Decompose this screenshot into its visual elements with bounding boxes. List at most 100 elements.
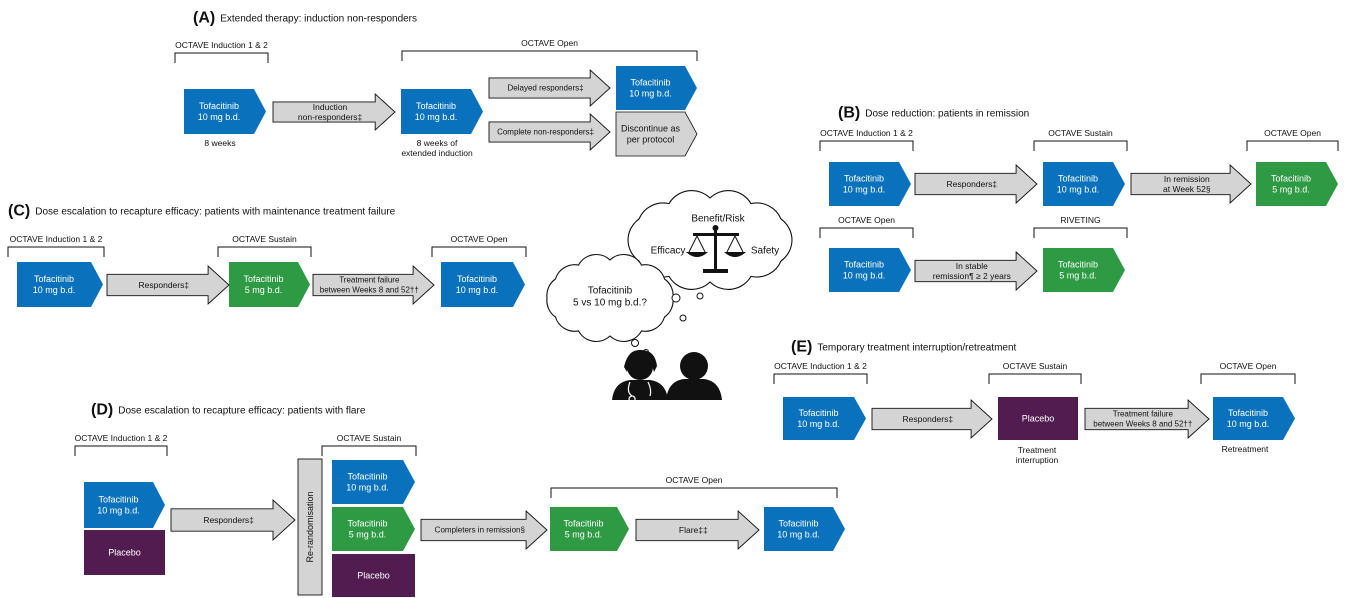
panel-d-responders-arrow <box>170 498 296 542</box>
panel-a-nonresponders-arrow-label: Induction <box>313 102 348 112</box>
panel-b-open-bracket-2 <box>819 227 914 238</box>
panel-a-induction-bracket <box>174 52 269 63</box>
panel-b-tofa-2 <box>1043 162 1125 206</box>
panel-e-letter: (E) <box>791 339 812 356</box>
safety-label: Safety <box>751 246 779 257</box>
panel-c-tofa-2-label: Tofacitinib <box>243 274 283 284</box>
panel-d-sustain-tofa-5-label: 5 mg b.d. <box>349 529 387 539</box>
panel-c-title: Dose escalation to recapture efficacy: p… <box>35 207 395 218</box>
panel-a-delayed-arrow <box>488 68 611 108</box>
panel-e-tofa-2 <box>1213 397 1295 440</box>
panel-d-tofa-2-label: 5 mg b.d. <box>565 529 603 539</box>
panel-c-failure-arrow-label: between Weeks 8 and 52†† <box>320 285 419 294</box>
doctor-icon <box>612 349 668 403</box>
panel-d-tofa-3-label: Tofacitinib <box>778 519 818 529</box>
panel-b-induction-bracket <box>819 140 914 151</box>
panel-c-tofa-3 <box>441 262 525 307</box>
panel-d-sustain-tofa-10-label: Tofacitinib <box>347 472 387 482</box>
panel-c-induction-bracket <box>7 246 105 257</box>
panel-c-responders-arrow-label: Responders‡ <box>139 280 190 290</box>
panel-e-induction-bracket <box>773 373 868 384</box>
panel-a-tofa-1-label: Tofacitinib <box>199 101 239 111</box>
panel-a-caption-8weeks: 8 weeks <box>204 138 235 148</box>
panel-a-tofa-3-label: 10 mg b.d. <box>629 88 672 98</box>
benefit-risk-cloud <box>627 190 793 290</box>
panel-b-letter: (B) <box>838 105 860 122</box>
panel-a-letter: (A) <box>193 10 215 27</box>
panel-b-tofa-1-label: Tofacitinib <box>844 174 884 184</box>
panel-e-responders-arrow <box>871 398 993 440</box>
panel-e-induction-bracket-label: OCTAVE Induction 1 & 2 <box>774 361 867 371</box>
panel-d-completers-arrow <box>420 509 548 551</box>
panel-d-sustain-placebo-label: Placebo <box>357 571 390 581</box>
panel-b-tofa-5 <box>1043 248 1125 292</box>
panel-e-responders-arrow-label: Responders‡ <box>903 414 954 424</box>
panel-d-placebo-1 <box>84 530 165 575</box>
panel-b-tofa-3 <box>1256 162 1338 206</box>
panel-e-open-bracket-label: OCTAVE Open <box>1220 361 1277 371</box>
panel-c-sustain-bracket <box>217 246 312 257</box>
panel-a-tofa-1-label: 10 mg b.d. <box>198 112 241 122</box>
panel-b-tofa-4-label: 10 mg b.d. <box>843 270 886 280</box>
panel-a-discontinue-label: Discontinue as <box>621 124 681 134</box>
panel-c-open-bracket <box>431 246 527 257</box>
panel-a-tofa-1 <box>184 89 266 134</box>
panel-e-open-bracket <box>1200 373 1296 384</box>
panel-d-rerandomisation-label: Re-randomisation <box>305 491 315 562</box>
panel-c-failure-arrow-label: Treatment failure <box>339 276 400 285</box>
panel-d-tofa-3 <box>764 507 845 551</box>
panel-b-sustain-bracket <box>1033 140 1128 151</box>
dose-question-cloud <box>546 254 674 342</box>
panel-a-title: Extended therapy: induction non-responde… <box>220 14 417 25</box>
panel-d-sustain-tofa-10-label: 10 mg b.d. <box>346 482 389 492</box>
panel-b-riveting-bracket <box>1033 227 1128 238</box>
panel-d-tofa-1-label: Tofacitinib <box>98 495 138 505</box>
thought-bubble <box>671 293 681 303</box>
panel-b-stable-arrow-label: In stable <box>956 261 988 271</box>
panel-e-placebo <box>998 397 1078 440</box>
panel-a-complete-arrow-label: Complete non-responders‡ <box>497 128 594 137</box>
panel-d-letter: (D) <box>91 402 113 419</box>
panel-e-caption-interruption: interruption <box>1016 455 1059 465</box>
panel-b-open-bracket <box>1246 140 1339 151</box>
panel-e-placebo-label: Placebo <box>1022 414 1055 424</box>
panel-a-tofa-2-label: 10 mg b.d. <box>415 112 458 122</box>
panel-a-caption-extended: extended induction <box>401 148 473 158</box>
panel-b-tofa-4-label: Tofacitinib <box>844 260 884 270</box>
panel-c-tofa-1-label: 10 mg b.d. <box>33 285 76 295</box>
panel-a-complete-arrow <box>488 112 611 152</box>
panel-a-induction-bracket-label: OCTAVE Induction 1 & 2 <box>175 40 268 50</box>
scales-icon <box>686 225 746 273</box>
patient-icon <box>666 352 722 400</box>
panel-e-failure-arrow-label: Treatment failure <box>1113 410 1174 419</box>
panel-d-completers-arrow-label: Completers in remission§ <box>435 526 525 535</box>
panel-a-delayed-arrow-label: Delayed responders‡ <box>508 84 584 93</box>
panel-a-nonresponders-arrow-label: non-responders‡ <box>298 112 363 122</box>
panel-d-tofa-2 <box>550 507 629 551</box>
panel-b-open-bracket-2-label: OCTAVE Open <box>838 215 895 225</box>
panel-d-tofa-3-label: 10 mg b.d. <box>777 529 820 539</box>
panel-b-induction-bracket-label: OCTAVE Induction 1 & 2 <box>820 128 913 138</box>
panel-d-induction-bracket <box>74 445 168 456</box>
panel-c-sustain-bracket-label: OCTAVE Sustain <box>232 234 297 244</box>
panel-d-open-bracket-label: OCTAVE Open <box>666 475 723 485</box>
panel-a-tofa-2-label: Tofacitinib <box>416 101 456 111</box>
panel-b-tofa-2-label: 10 mg b.d. <box>1057 184 1100 194</box>
panel-d-flare-arrow <box>635 509 760 551</box>
panel-b-tofa-4 <box>829 248 911 292</box>
panel-a-tofa-2 <box>401 89 483 134</box>
panel-d-rerandomisation-box <box>297 458 323 596</box>
panel-d-flare-arrow-label: Flare‡‡ <box>679 525 708 535</box>
panel-b-riveting-bracket-label: RIVETING <box>1060 215 1100 225</box>
panel-d-responders-arrow-label: Responders‡ <box>203 515 254 525</box>
panel-b-open-bracket-label: OCTAVE Open <box>1264 128 1321 138</box>
dose-question-label: 5 vs 10 mg b.d.? <box>573 298 647 309</box>
panel-b-remission-arrow-label: at Week 52§ <box>1163 184 1211 194</box>
panel-e-title: Temporary treatment interruption/retreat… <box>817 343 1016 354</box>
panel-a-open-bracket-label: OCTAVE Open <box>521 38 578 48</box>
panel-d-tofa-1-label: 10 mg b.d. <box>97 505 140 515</box>
panel-b-responders-arrow-label: Responders‡ <box>947 179 998 189</box>
panel-b-tofa-5-label: 5 mg b.d. <box>1059 270 1097 280</box>
panel-b-responders-arrow <box>914 163 1038 205</box>
